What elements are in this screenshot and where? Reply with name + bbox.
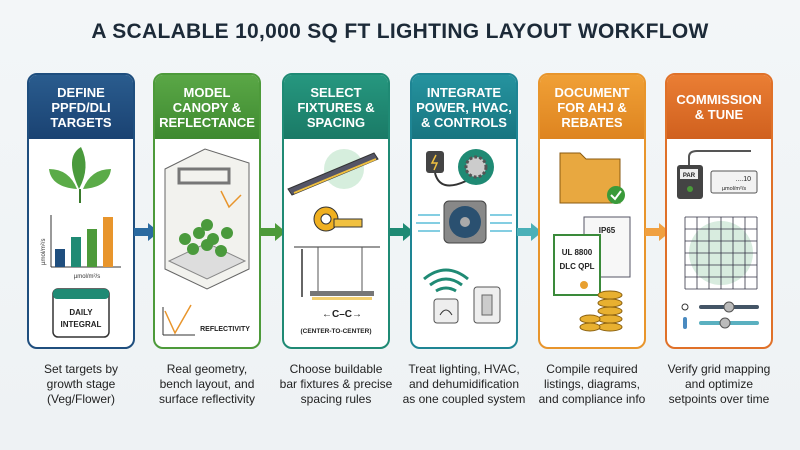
step-integrate-systems: INTEGRATE POWER, HVAC, & CONTROLS bbox=[410, 73, 518, 349]
par-unit: µmol/m²/s bbox=[722, 186, 747, 192]
grow-room-icon bbox=[164, 148, 250, 290]
step-caption: Verify grid mapping and optimize setpoin… bbox=[667, 362, 771, 406]
wifi-icon bbox=[423, 268, 469, 324]
reflection-icon bbox=[162, 304, 195, 336]
arrow-right-icon bbox=[389, 223, 414, 241]
step-heading: DEFINE PPFD/DLI TARGETS bbox=[29, 75, 133, 139]
slider-icon bbox=[681, 301, 759, 329]
arrow-right-icon bbox=[517, 223, 542, 241]
plug-icon bbox=[426, 151, 467, 187]
arrow-right-icon bbox=[134, 223, 159, 241]
step-heading: COMMISSION & TUNE bbox=[667, 75, 771, 139]
folder-check-icon bbox=[559, 152, 625, 204]
documentation-illustration: IP65 UL 8800 DLC QPL bbox=[553, 152, 631, 332]
page-title: A SCALABLE 10,000 SQ FT LIGHTING LAYOUT … bbox=[91, 20, 709, 43]
step-heading: DOCUMENT FOR AHJ & REBATES bbox=[540, 75, 644, 139]
spacing-icon bbox=[294, 246, 380, 300]
certificate-icon bbox=[553, 216, 631, 296]
step-heading: INTEGRATE POWER, HVAC, & CONTROLS bbox=[412, 75, 516, 139]
x-axis-label: µmol/m²/s bbox=[74, 274, 100, 280]
ip65-label: IP65 bbox=[599, 226, 616, 235]
canopy-illustration: REFLECTIVITY bbox=[162, 148, 250, 336]
reflectivity-label: REFLECTIVITY bbox=[200, 326, 250, 333]
step-model-canopy: MODEL CANOPY & REFLECTANCE REFLECTIVITY bbox=[153, 73, 261, 349]
integration-illustration bbox=[416, 149, 512, 324]
y-axis-label: µmol/m²/s bbox=[41, 239, 47, 265]
step-define-targets: DEFINE PPFD/DLI TARGETS µmol/m²/s µmol/m… bbox=[27, 73, 135, 349]
center-to-center-label: (CENTER-TO-CENTER) bbox=[300, 328, 371, 335]
step-caption: Compile required listings, diagrams, and… bbox=[538, 362, 646, 406]
targets-illustration: µmol/m²/s µmol/m²/s DAILY INTEGRAL bbox=[41, 147, 121, 338]
step-commission: COMMISSION & TUNE PAR ....10 µmol/m²/s bbox=[665, 73, 773, 349]
par-label: PAR bbox=[683, 173, 696, 179]
step-caption: Treat lighting, HVAC, and dehumidificati… bbox=[402, 362, 526, 406]
calendar-icon bbox=[52, 288, 110, 338]
bar-chart-icon bbox=[50, 215, 121, 268]
cc-label: ←C–C→ bbox=[322, 309, 362, 320]
step-caption: Choose buildable bar fixtures & precise … bbox=[279, 362, 393, 406]
step-heading: MODEL CANOPY & REFLECTANCE bbox=[155, 75, 259, 139]
step-caption: Set targets by growth stage (Veg/Flower) bbox=[43, 362, 119, 406]
step-heading: SELECT FIXTURES & SPACING bbox=[284, 75, 388, 139]
light-bar-icon bbox=[287, 152, 379, 196]
step-document: DOCUMENT FOR AHJ & REBATES IP65 UL 8800 … bbox=[538, 73, 646, 349]
grid-map-icon bbox=[684, 216, 758, 290]
svg-text:INTEGRAL: INTEGRAL bbox=[61, 320, 102, 329]
arrow-right-icon bbox=[645, 223, 670, 241]
commission-illustration: PAR ....10 µmol/m²/s bbox=[677, 150, 759, 329]
cert-label: UL 8800 bbox=[562, 248, 593, 257]
par-meter-icon bbox=[677, 150, 758, 199]
step-select-fixtures: SELECT FIXTURES & SPACING ←C–C→ (CENTER-… bbox=[282, 73, 390, 349]
fixtures-illustration: ←C–C→ (CENTER-TO-CENTER) bbox=[287, 149, 380, 335]
tape-measure-icon bbox=[313, 206, 363, 232]
svg-text:DLC QPL: DLC QPL bbox=[559, 262, 594, 271]
calendar-label: DAILY bbox=[69, 308, 93, 317]
fan-icon bbox=[416, 200, 512, 244]
gear-icon bbox=[458, 149, 494, 185]
switch-icon bbox=[473, 286, 501, 324]
par-reading: ....10 bbox=[735, 176, 751, 183]
leaf-icon bbox=[49, 147, 111, 203]
coins-icon bbox=[579, 290, 623, 332]
arrow-right-icon bbox=[261, 223, 286, 241]
step-caption: Real geometry, bench layout, and surface… bbox=[158, 362, 256, 406]
